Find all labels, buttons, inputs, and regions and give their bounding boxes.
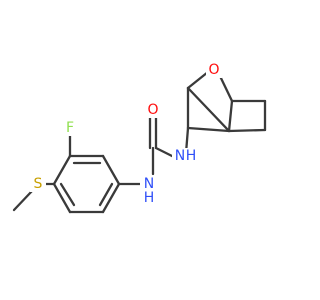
bond-ar-1 bbox=[101, 154, 121, 186]
bond-ar-6 bbox=[101, 182, 121, 214]
atom-hydrogen-1: H bbox=[186, 148, 197, 164]
bond-ar-4 bbox=[52, 182, 72, 214]
molecule-structure: O O N H N H F S bbox=[12, 62, 267, 214]
bond-c1-c7 bbox=[186, 86, 231, 133]
bond-ring-c3-bridgehead bbox=[227, 99, 234, 133]
atom-nitrogen-2: N bbox=[144, 176, 154, 192]
bond-c6-c4 bbox=[227, 128, 267, 133]
atom-oxygen-carbonyl: O bbox=[147, 102, 158, 118]
atom-fluorine: F bbox=[66, 120, 74, 136]
bond-ar-3 bbox=[52, 154, 72, 186]
bond-o-bridge-left bbox=[186, 70, 210, 90]
bond-ar-double-3 bbox=[98, 182, 114, 207]
bond-n-carbonyl bbox=[154, 146, 176, 159]
bond-s-methyl bbox=[12, 189, 34, 212]
atom-oxygen-bridge: O bbox=[208, 62, 219, 78]
bond-o-bridge-right bbox=[217, 72, 234, 103]
atom-nitrogen-1: N bbox=[175, 148, 185, 164]
atom-hydrogen-2: H bbox=[144, 190, 155, 206]
bond-ring-c2-c3 bbox=[186, 126, 231, 133]
bond-ar-double-2 bbox=[59, 182, 76, 207]
bonds bbox=[12, 70, 267, 214]
atom-sulfur: S bbox=[34, 176, 43, 192]
atom-labels: O O N H N H F S bbox=[30, 62, 222, 206]
